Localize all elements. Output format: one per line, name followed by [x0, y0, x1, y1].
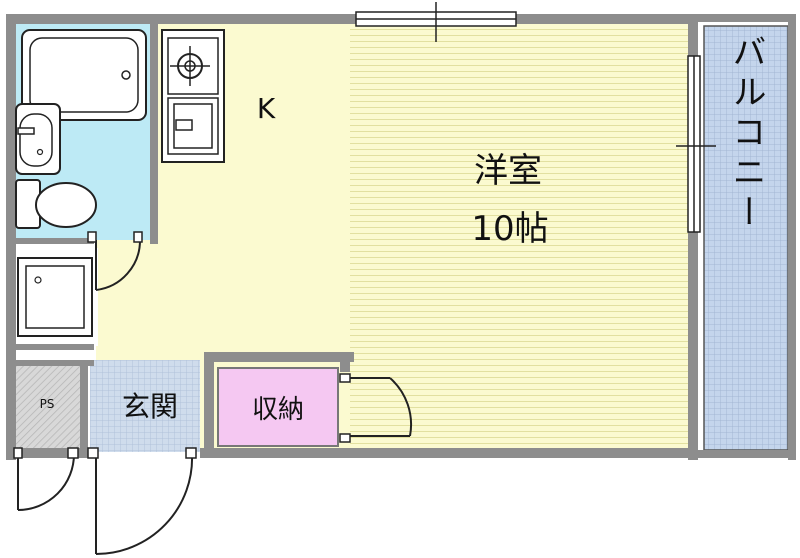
wall-ps-right [80, 360, 88, 452]
window-icon [355, 2, 517, 42]
wall-left [6, 14, 16, 460]
kitchen-sink-icon [167, 97, 219, 155]
wall-storage-top [204, 352, 354, 362]
storage-label: 収納 [252, 395, 304, 425]
toilet-icon [15, 179, 97, 229]
door-swing-icon [17, 239, 413, 556]
entrance-label: 玄関 [122, 390, 178, 423]
wall-storage-left [204, 352, 214, 456]
front-door-arc [95, 453, 194, 556]
wall-bottom-right [200, 448, 696, 458]
balcony-outer-wall [694, 14, 794, 22]
western-room-name: 洋室 [474, 151, 542, 191]
storage-floor [217, 367, 339, 447]
wall-bottom-left [6, 448, 96, 458]
wall-bath-right [150, 22, 158, 244]
wall-laundry-bottom [14, 344, 94, 350]
balcony-right-wall [788, 14, 796, 460]
storage-door-arc [389, 377, 413, 437]
kitchen-label: K [257, 92, 276, 125]
western-room-size: 10帖 [471, 209, 548, 249]
balcony-label: バルコニー [726, 34, 766, 234]
wall-right [688, 14, 698, 460]
balcony-bottom-wall [694, 450, 794, 458]
balcony-sliding-door [676, 55, 716, 233]
ps-area [14, 364, 80, 452]
balcony-floor [703, 25, 789, 451]
walls [6, 14, 796, 460]
western-room-floor [350, 22, 692, 452]
door-jambs [13, 231, 351, 459]
wall-ps-top [14, 360, 94, 366]
washing-machine-pan-icon [17, 257, 93, 337]
bathtub-icon [21, 29, 147, 121]
ps-label: PS [40, 397, 55, 411]
wall-storage-right [340, 352, 350, 372]
wall-top [6, 14, 696, 24]
laundry-door-arc [95, 239, 142, 291]
washbasin-icon [15, 103, 61, 175]
wall-bath-bottom [14, 238, 94, 244]
ps-door-arc [17, 453, 75, 511]
entrance-floor [90, 360, 200, 452]
